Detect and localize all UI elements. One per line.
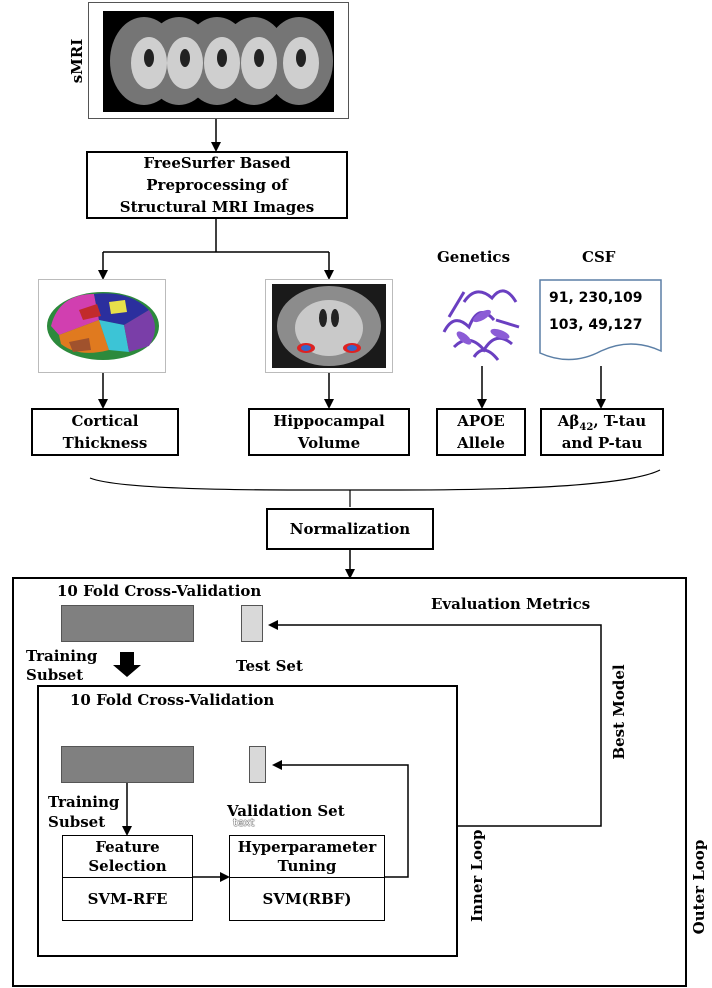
csf-value-2: 103, 49,127 (549, 317, 643, 333)
cortical-thickness-box: Cortical Thickness (31, 408, 179, 456)
best-model-label: Best Model (610, 664, 628, 760)
outer-test-block (241, 605, 263, 642)
cortical-thickness-label: Cortical Thickness (62, 412, 148, 452)
inner-loop-box (37, 685, 458, 957)
outer-loop-label: Outer Loop (690, 839, 708, 935)
outer-training-block (61, 605, 194, 642)
inner-validation-block (249, 746, 266, 783)
hippocampal-volume-box: Hippocampal Volume (248, 408, 410, 456)
big-down-arrow (113, 652, 141, 677)
text-note: text (233, 816, 255, 829)
merge-curve (89, 469, 661, 491)
smri-image-frame (88, 2, 349, 119)
mri-slice-frame (265, 279, 393, 373)
preprocessing-label: FreeSurfer Based Preprocessing of Struct… (119, 154, 315, 216)
svm-rfe-label: SVM-RFE (87, 890, 168, 908)
smri-slices-image (103, 11, 334, 112)
outer-cv-title: 10 Fold Cross-Validation (57, 582, 262, 600)
test-set-label: Test Set (236, 657, 303, 675)
inner-feedback-line (272, 760, 409, 878)
smri-label: sMRI (68, 38, 86, 84)
inner-training-subset-label: Training Subset (48, 793, 120, 831)
csf-document-shape (539, 279, 662, 361)
protein-structure-image (442, 289, 520, 361)
csf-value-1: 91, 230,109 (549, 290, 643, 306)
outer-feedback-line (268, 620, 602, 827)
normalization-box: Normalization (266, 508, 434, 550)
hippocampal-volume-label: Hippocampal Volume (273, 412, 385, 452)
svm-rbf-label: SVM(RBF) (262, 890, 352, 908)
feature-selection-box: Feature Selection SVM-RFE (62, 835, 193, 921)
cortical-parcellation-image (47, 292, 159, 360)
preprocessing-box: FreeSurfer Based Preprocessing of Struct… (86, 151, 348, 219)
hyperparameter-tuning-label: Hyperparameter Tuning (230, 836, 384, 878)
genetics-label: Genetics (437, 248, 511, 266)
validation-set-label: Validation Set (227, 802, 345, 820)
inner-training-block (61, 746, 194, 783)
cortical-image-frame (38, 279, 166, 373)
inner-loop-label: Inner Loop (468, 829, 486, 922)
outer-loop-box (12, 577, 687, 987)
feature-selection-label: Feature Selection (63, 836, 192, 878)
csf-label: CSF (582, 248, 616, 266)
inner-cv-title: 10 Fold Cross-Validation (70, 691, 275, 709)
hyperparameter-box: Hyperparameter Tuning SVM(RBF) (229, 835, 385, 921)
normalization-label: Normalization (289, 520, 411, 538)
csf-biomarkers-box: Aβ42, T-tau and P-tau (540, 408, 664, 456)
evaluation-metrics-label: Evaluation Metrics (431, 595, 591, 613)
csf-biomarkers-label: Aβ42, T-tau and P-tau (557, 412, 647, 452)
outer-training-subset-label: Training Subset (26, 647, 98, 684)
hippocampus-mri-image (272, 284, 386, 368)
apoe-allele-label: APOE Allele (457, 412, 505, 452)
apoe-allele-box: APOE Allele (436, 408, 526, 456)
